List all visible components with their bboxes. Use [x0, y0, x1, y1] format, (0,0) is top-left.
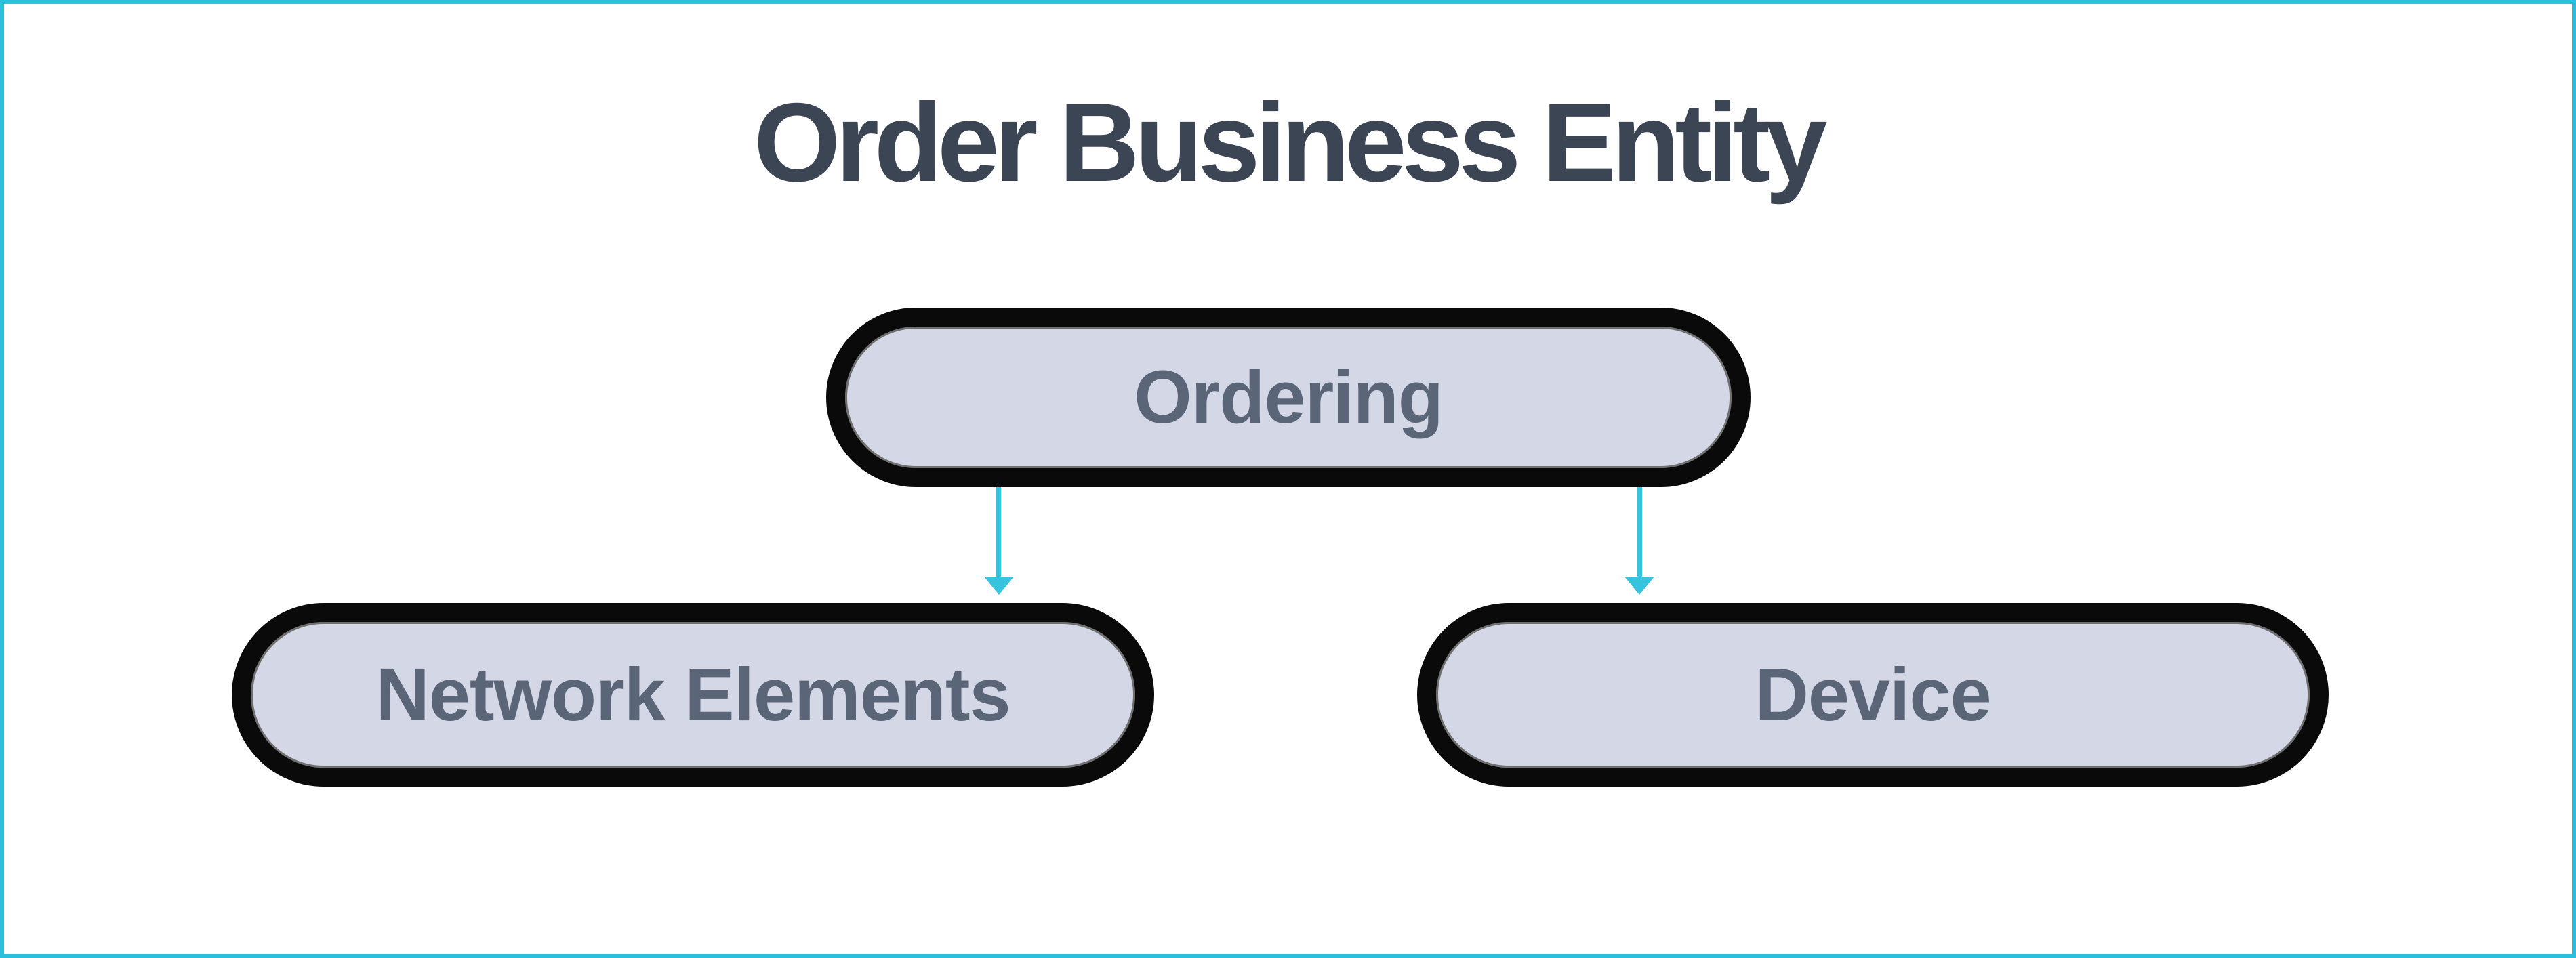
edge-ordering-to-device-arrowhead-icon: [1624, 577, 1654, 595]
node-network-elements: Network Elements: [232, 603, 1154, 787]
edge-ordering-to-device-line: [1637, 485, 1642, 578]
node-device-label: Device: [1755, 653, 1991, 736]
edge-ordering-to-network-elements-line: [996, 485, 1001, 578]
node-ordering-label: Ordering: [1134, 356, 1444, 439]
node-network-elements-label: Network Elements: [375, 653, 1010, 736]
node-device: Device: [1417, 603, 2329, 787]
node-ordering: Ordering: [826, 308, 1751, 487]
edge-ordering-to-network-elements-arrowhead-icon: [984, 577, 1014, 595]
diagram-title: Order Business Entity: [753, 80, 1827, 205]
